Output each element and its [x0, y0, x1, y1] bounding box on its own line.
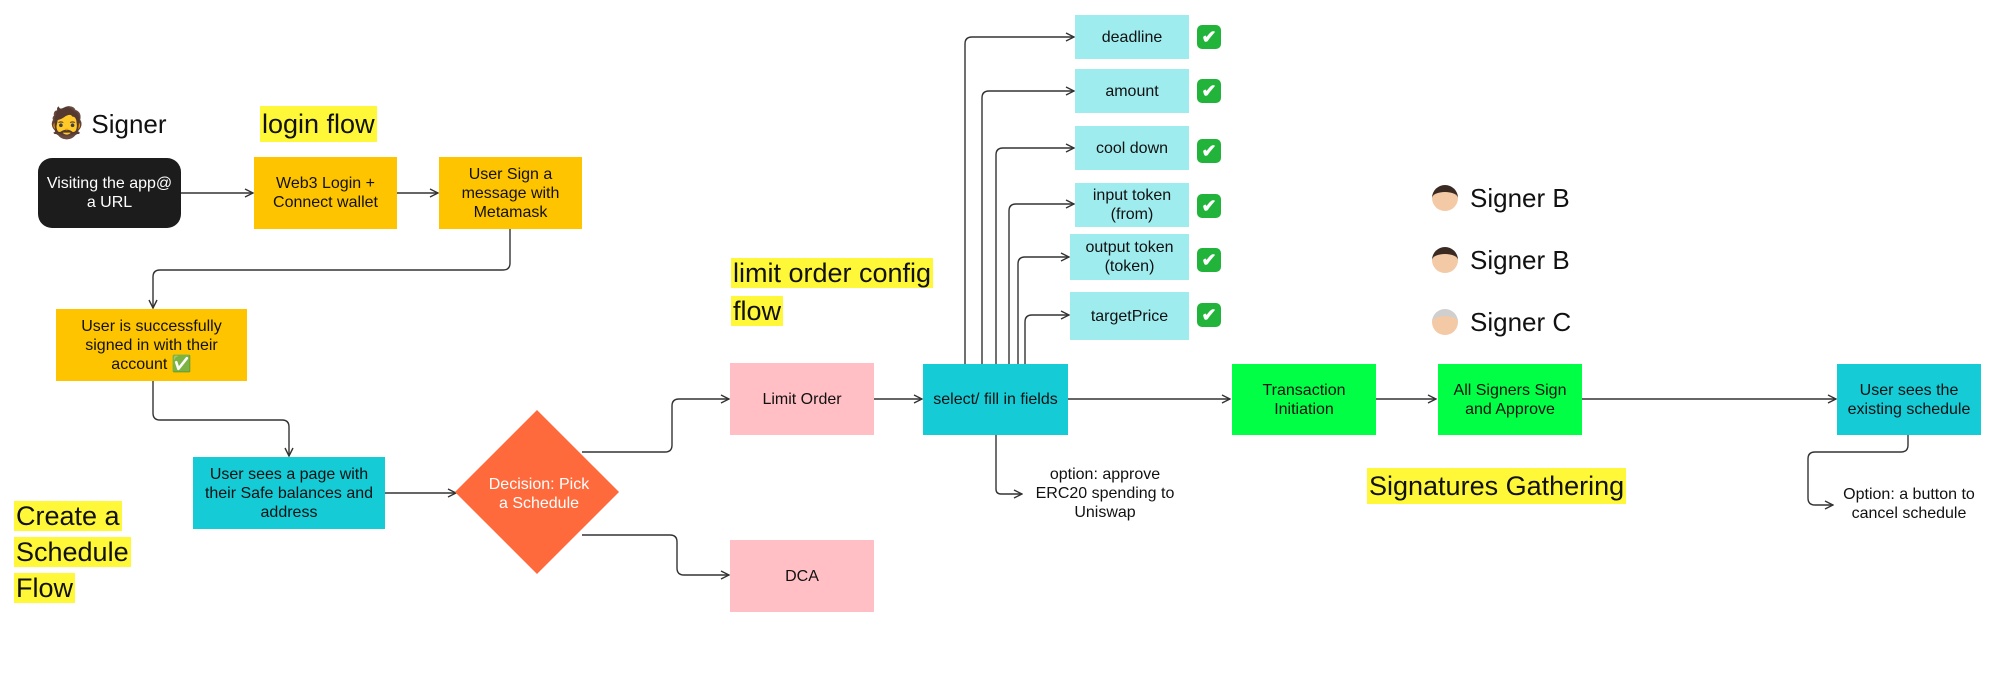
- check-icon: ✔: [1197, 248, 1221, 272]
- field-amount: amount: [1075, 69, 1189, 113]
- signed-in-node: User is successfully signed in with thei…: [56, 309, 247, 381]
- arrow-decision-to-dca: [582, 534, 729, 575]
- signer-name: Signer C: [1470, 307, 1572, 337]
- arrow-select-to-approve: [995, 435, 1022, 494]
- field-output-token: output token (token): [1070, 234, 1189, 280]
- visit-app-node: Visiting the app@ a URL: [38, 158, 181, 228]
- decision-label: Decision: Pick a Schedule: [488, 476, 590, 512]
- create-schedule-title: Create a Schedule Flow: [14, 501, 131, 603]
- arrow-select-to-amount: [981, 91, 1074, 364]
- check-icon: ✔: [1197, 303, 1221, 327]
- web3-login-node: Web3 Login + Connect wallet: [254, 157, 397, 229]
- arrow-select-to-target: [1024, 315, 1069, 364]
- arrow-select-to-output: [1017, 257, 1069, 364]
- arrow-signedin-to-safe: [152, 380, 289, 456]
- arrow-select-to-deadline: [964, 37, 1074, 364]
- bearded-person-icon: 🧔: [48, 107, 86, 140]
- elder-face-icon: [1432, 309, 1458, 335]
- signer-b-1: Signer B: [1432, 182, 1570, 214]
- person-face-icon: [1432, 247, 1458, 273]
- field-target-price: targetPrice: [1070, 292, 1189, 340]
- arrow-schedule-to-cancel: [1807, 435, 1909, 505]
- check-icon: ✔: [1197, 25, 1221, 49]
- login-flow-title: login flow: [260, 106, 377, 142]
- cancel-option-note: Option: a button to cancel schedule: [1843, 486, 1975, 522]
- transaction-initiation-node: Transaction Initiation: [1232, 364, 1376, 435]
- signer-actor-label: Signer: [91, 109, 167, 139]
- safe-balances-node: User sees a page with their Safe balance…: [193, 457, 385, 529]
- check-icon: ✔: [1197, 194, 1221, 218]
- signer-actor: 🧔 Signer: [48, 108, 167, 140]
- sign-message-node: User Sign a message with Metamask: [439, 157, 582, 229]
- arrow-select-to-cooldown: [995, 148, 1074, 364]
- signer-b-2: Signer B: [1432, 244, 1570, 276]
- arrow-sign-to-signedin: [153, 229, 511, 308]
- limit-order-flow-title: limit order config flow: [731, 258, 934, 326]
- arrow-decision-to-limit: [582, 399, 729, 453]
- signer-c: Signer C: [1432, 306, 1571, 338]
- existing-schedule-node: User sees the existing schedule: [1837, 364, 1981, 435]
- all-signers-node: All Signers Sign and Approve: [1438, 364, 1582, 435]
- limit-order-node: Limit Order: [730, 363, 874, 435]
- select-fields-node: select/ fill in fields: [923, 364, 1068, 435]
- dca-node: DCA: [730, 540, 874, 612]
- field-input-token: input token (from): [1075, 183, 1189, 227]
- approve-option-note: option: approve ERC20 spending to Uniswa…: [1035, 466, 1175, 521]
- arrow-select-to-input: [1008, 204, 1074, 364]
- signer-name: Signer B: [1470, 183, 1570, 213]
- field-deadline: deadline: [1075, 15, 1189, 59]
- person-face-icon: [1432, 185, 1458, 211]
- field-cool-down: cool down: [1075, 126, 1189, 170]
- signatures-gathering-title: Signatures Gathering: [1367, 468, 1627, 504]
- check-icon: ✔: [1197, 79, 1221, 103]
- signer-name: Signer B: [1470, 245, 1570, 275]
- check-icon: ✔: [1197, 139, 1221, 163]
